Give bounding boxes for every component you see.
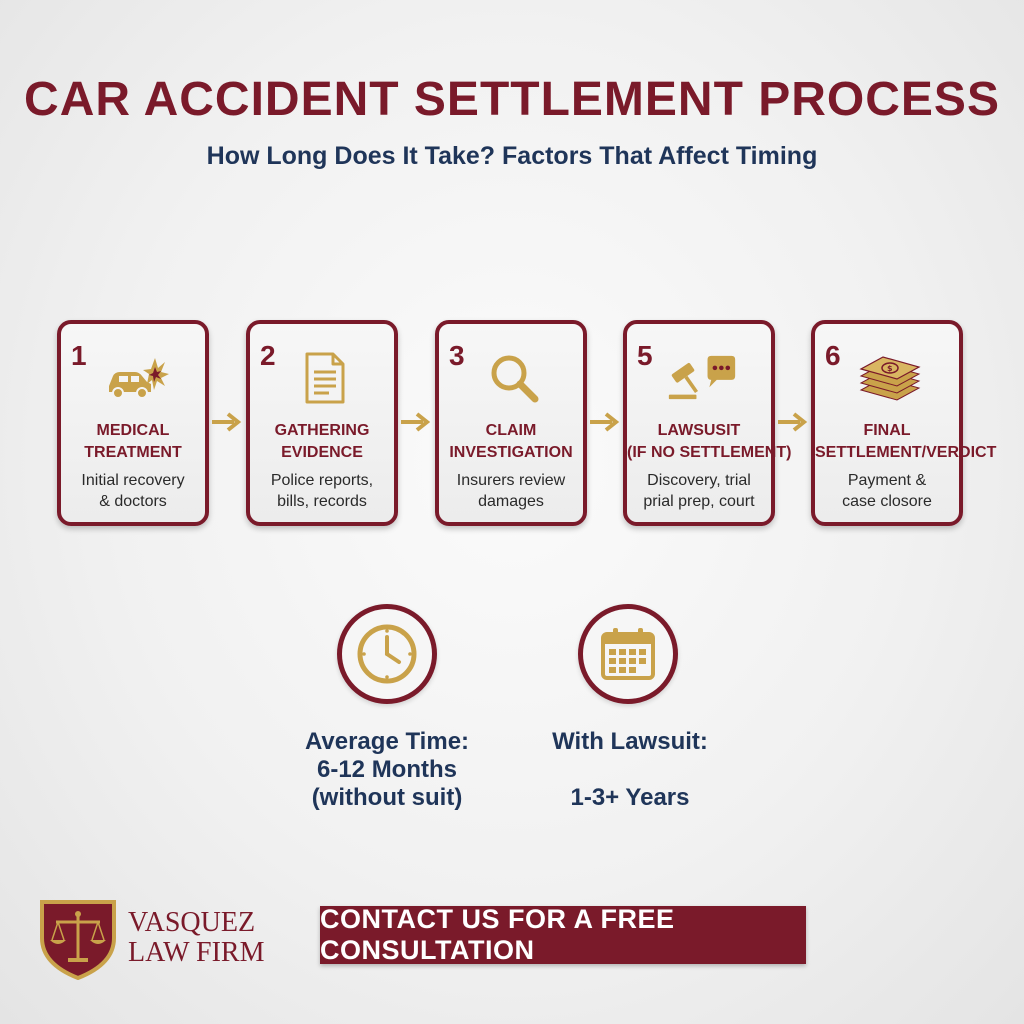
law-firm-logo-icon: [40, 900, 116, 980]
step-number: 2: [260, 340, 276, 371]
arrow-right-icon: [778, 412, 808, 432]
arrow-right-icon: [212, 412, 242, 432]
page-title: CAR ACCIDENT SETTLEMENT PROCESS: [24, 73, 1000, 126]
step-description: Initial recovery& doctors: [81, 472, 185, 510]
car-crash-icon: [101, 348, 171, 408]
step-title: LAWSUSIT(IF NO SETTLEMENT): [627, 422, 792, 461]
step-description: Payment &case closore: [842, 472, 932, 510]
page-subtitle: How Long Does It Take? Factors That Affe…: [206, 142, 818, 170]
step-card-5: 5 LAWSUSIT(IF NO SETTLEMENT) Discovery, …: [623, 320, 792, 526]
step-number: 6: [825, 340, 841, 371]
average-time-stat: Average Time:6-12 Months(without suit): [304, 728, 470, 811]
gavel-speech-icon: [667, 348, 737, 408]
calendar-icon: [578, 604, 678, 704]
contact-cta-button[interactable]: CONTACT US FOR A FREE CONSULTATION: [320, 904, 806, 965]
arrow-right-icon: [401, 412, 431, 432]
money-stack-icon: $: [855, 348, 925, 408]
clock-icon: [337, 604, 437, 704]
step-number: 5: [637, 340, 653, 371]
step-number: 3: [449, 340, 465, 371]
step-description: Police reports,bills, records: [270, 472, 374, 510]
step-number: 1: [71, 340, 87, 371]
lawsuit-time-stat: With Lawsuit: 1-3+ Years: [552, 728, 708, 811]
arrow-right-icon: [590, 412, 620, 432]
svg-text:$: $: [887, 364, 893, 373]
document-icon: [290, 348, 360, 408]
magnifier-icon: [479, 348, 549, 408]
